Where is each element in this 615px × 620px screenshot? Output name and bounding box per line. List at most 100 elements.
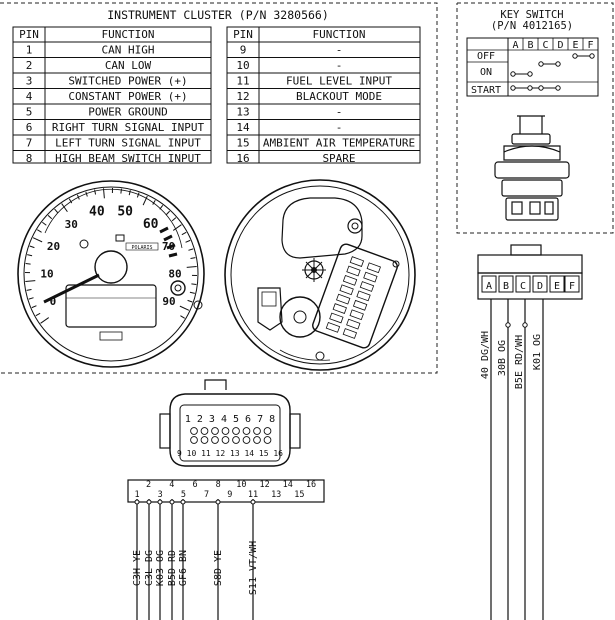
key-connector-terminal: A bbox=[486, 281, 492, 292]
back-housing-outline bbox=[281, 197, 363, 259]
left-row-function: POWER GROUND bbox=[88, 106, 167, 119]
right-row-pin: 11 bbox=[236, 75, 249, 88]
connector-wire-label: B5D RD bbox=[167, 550, 178, 586]
gauge-mode-button bbox=[170, 280, 186, 296]
right-row-function: SPARE bbox=[322, 152, 355, 165]
strip-pin-number: 10 bbox=[236, 480, 246, 490]
right-row-function: - bbox=[336, 106, 343, 119]
left-header-pin: PIN bbox=[19, 28, 39, 41]
key-switch-body bbox=[494, 115, 570, 221]
right-row-pin: 16 bbox=[236, 152, 249, 165]
key-switch-part: (P/N 4012165) bbox=[491, 20, 573, 32]
right-header-pin: PIN bbox=[233, 28, 253, 41]
strip-pin-number: 13 bbox=[271, 490, 281, 500]
key-connector-terminal: B bbox=[503, 281, 509, 292]
connector-16pin: 1 2 3 4 5 6 7 8 9 10 11 12 13 14 15 16 bbox=[159, 379, 301, 467]
gauge-number: 40 bbox=[89, 205, 105, 220]
key-switch-column: B bbox=[527, 40, 533, 51]
key-switch-wire-label: 40 DG/WH bbox=[480, 331, 491, 379]
right-row-function: - bbox=[336, 59, 343, 72]
right-row-pin: 12 bbox=[236, 90, 249, 103]
connector-wire-label: C3H YE bbox=[132, 550, 143, 586]
left-header-function: FUNCTION bbox=[102, 28, 155, 41]
gauge-brand: POLARIS bbox=[131, 245, 152, 251]
key-connector-terminal: F bbox=[569, 281, 575, 292]
gauge-number: 0 bbox=[50, 295, 57, 308]
right-row-function: AMBIENT AIR TEMPERATURE bbox=[263, 137, 415, 150]
strip-pin-number: 14 bbox=[283, 480, 293, 490]
strip-pin-number: 2 bbox=[146, 480, 151, 490]
left-row-pin: 6 bbox=[26, 121, 33, 134]
strip-pin-number: 5 bbox=[181, 490, 186, 500]
back-round-plug bbox=[279, 296, 321, 338]
key-switch-column: A bbox=[512, 40, 518, 51]
strip-pin-number: 12 bbox=[259, 480, 269, 490]
left-row-function: HIGH BEAM SWITCH INPUT bbox=[55, 152, 201, 165]
key-switch-position: START bbox=[471, 85, 501, 96]
left-row-function: CAN LOW bbox=[105, 59, 152, 72]
strip-pin-number: 6 bbox=[192, 480, 197, 490]
right-row-pin: 9 bbox=[240, 44, 247, 57]
left-row-function: RIGHT TURN SIGNAL INPUT bbox=[52, 121, 205, 134]
strip-pin-number: 7 bbox=[204, 490, 209, 500]
connector-top-numbers: 1 2 3 4 5 6 7 8 bbox=[185, 414, 275, 425]
key-switch-column: D bbox=[557, 40, 563, 51]
gauge-number: 30 bbox=[65, 218, 78, 231]
left-row-function: CAN HIGH bbox=[102, 44, 155, 57]
connector-wire-label: S11 VT/WH bbox=[248, 541, 259, 595]
right-row-pin: 13 bbox=[236, 106, 249, 119]
connector-bottom-numbers: 9 10 11 12 13 14 15 16 bbox=[177, 449, 283, 458]
strip-pin-number: 16 bbox=[306, 480, 316, 490]
key-switch-column: F bbox=[587, 40, 593, 51]
connector-wire-label: K03 OG bbox=[155, 550, 166, 586]
key-connector-terminal: C bbox=[520, 281, 526, 292]
strip-pin-number: 9 bbox=[227, 490, 232, 500]
connector-wire-label: GF6 BN bbox=[178, 550, 189, 586]
gauge-number: 90 bbox=[162, 295, 175, 308]
gauge-number: 60 bbox=[143, 217, 159, 232]
gauge-center-hub bbox=[94, 250, 128, 284]
right-row-function: BLACKOUT MODE bbox=[296, 90, 382, 103]
left-row-pin: 7 bbox=[26, 137, 33, 150]
key-switch-position: OFF bbox=[477, 51, 495, 62]
right-row-pin: 10 bbox=[236, 59, 249, 72]
gauge-brand-badge bbox=[125, 242, 159, 251]
gauge-needle bbox=[43, 273, 100, 304]
left-row-pin: 1 bbox=[26, 44, 33, 57]
back-small-plug bbox=[257, 287, 283, 331]
gauge-front: 0102030405060708090 POLARIS bbox=[17, 180, 205, 368]
gauge-number: 10 bbox=[40, 267, 53, 280]
strip-pin-number: 15 bbox=[294, 490, 304, 500]
gauge-side-icon bbox=[193, 300, 203, 310]
gauge-lcd-display bbox=[65, 284, 157, 328]
gauge-indicator-icon bbox=[79, 239, 89, 249]
left-row-function: SWITCHED POWER (+) bbox=[68, 75, 187, 88]
strip-pin-number: 11 bbox=[248, 490, 258, 500]
gauge-lamp-icon bbox=[115, 234, 125, 242]
right-row-pin: 15 bbox=[236, 137, 249, 150]
left-row-function: CONSTANT POWER (+) bbox=[68, 90, 187, 103]
strip-pin-number: 4 bbox=[169, 480, 174, 490]
back-connector-housing bbox=[312, 243, 398, 349]
left-row-pin: 5 bbox=[26, 106, 33, 119]
left-row-function: LEFT TURN SIGNAL INPUT bbox=[55, 137, 201, 150]
right-row-function: - bbox=[336, 121, 343, 134]
key-connector-terminal: E bbox=[554, 281, 560, 292]
key-switch-column: E bbox=[572, 40, 578, 51]
connector-wire-label: S8D YE bbox=[213, 550, 224, 586]
left-row-pin: 2 bbox=[26, 59, 33, 72]
cluster-title: INSTRUMENT CLUSTER (P/N 3280566) bbox=[107, 8, 329, 22]
key-switch-wire-label: K01 OG bbox=[532, 334, 543, 370]
key-switch-wire-label: 30B OG bbox=[497, 340, 508, 376]
left-row-pin: 4 bbox=[26, 90, 33, 103]
key-switch-continuity bbox=[510, 53, 595, 91]
gauge-back bbox=[224, 179, 416, 371]
key-switch-wire-label: B5E RD/WH bbox=[514, 335, 525, 389]
